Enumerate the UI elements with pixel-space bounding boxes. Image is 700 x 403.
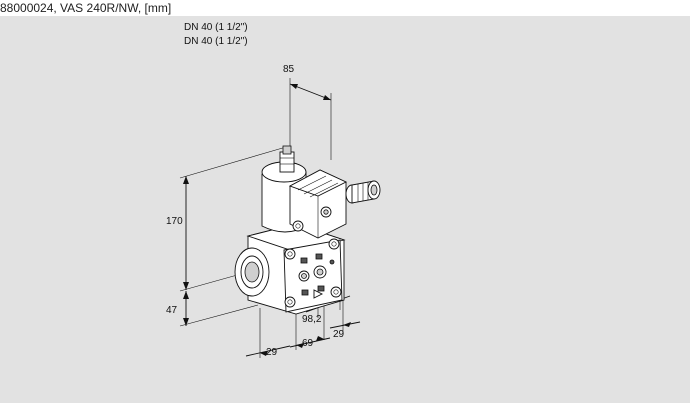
solenoid-coil [261, 145, 348, 239]
dimension-85-label: 85 [283, 64, 295, 75]
dimension-29-bottom: 29 [245, 308, 291, 358]
dimension-29-right-label: 29 [333, 329, 345, 340]
cable-gland [345, 180, 381, 204]
image-title: 88000024, VAS 240R/NW, [mm] [0, 1, 172, 15]
dimension-69-label: 69 [302, 338, 314, 349]
dimension-47: 47 [166, 291, 259, 327]
dimension-29-right: 29 [329, 290, 361, 340]
nominal-size-label-1: DN 40 (1 1/2") [184, 22, 248, 33]
dimension-29-bottom-label: 29 [266, 347, 278, 358]
dimension-47-label: 47 [166, 305, 178, 316]
dimension-85: 85 [283, 64, 332, 160]
nominal-size-label-2: DN 40 (1 1/2") [184, 36, 248, 47]
dimension-170-label: 170 [166, 216, 183, 227]
dimension-98-2-label: 98,2 [302, 314, 322, 325]
valve-body [234, 223, 346, 315]
